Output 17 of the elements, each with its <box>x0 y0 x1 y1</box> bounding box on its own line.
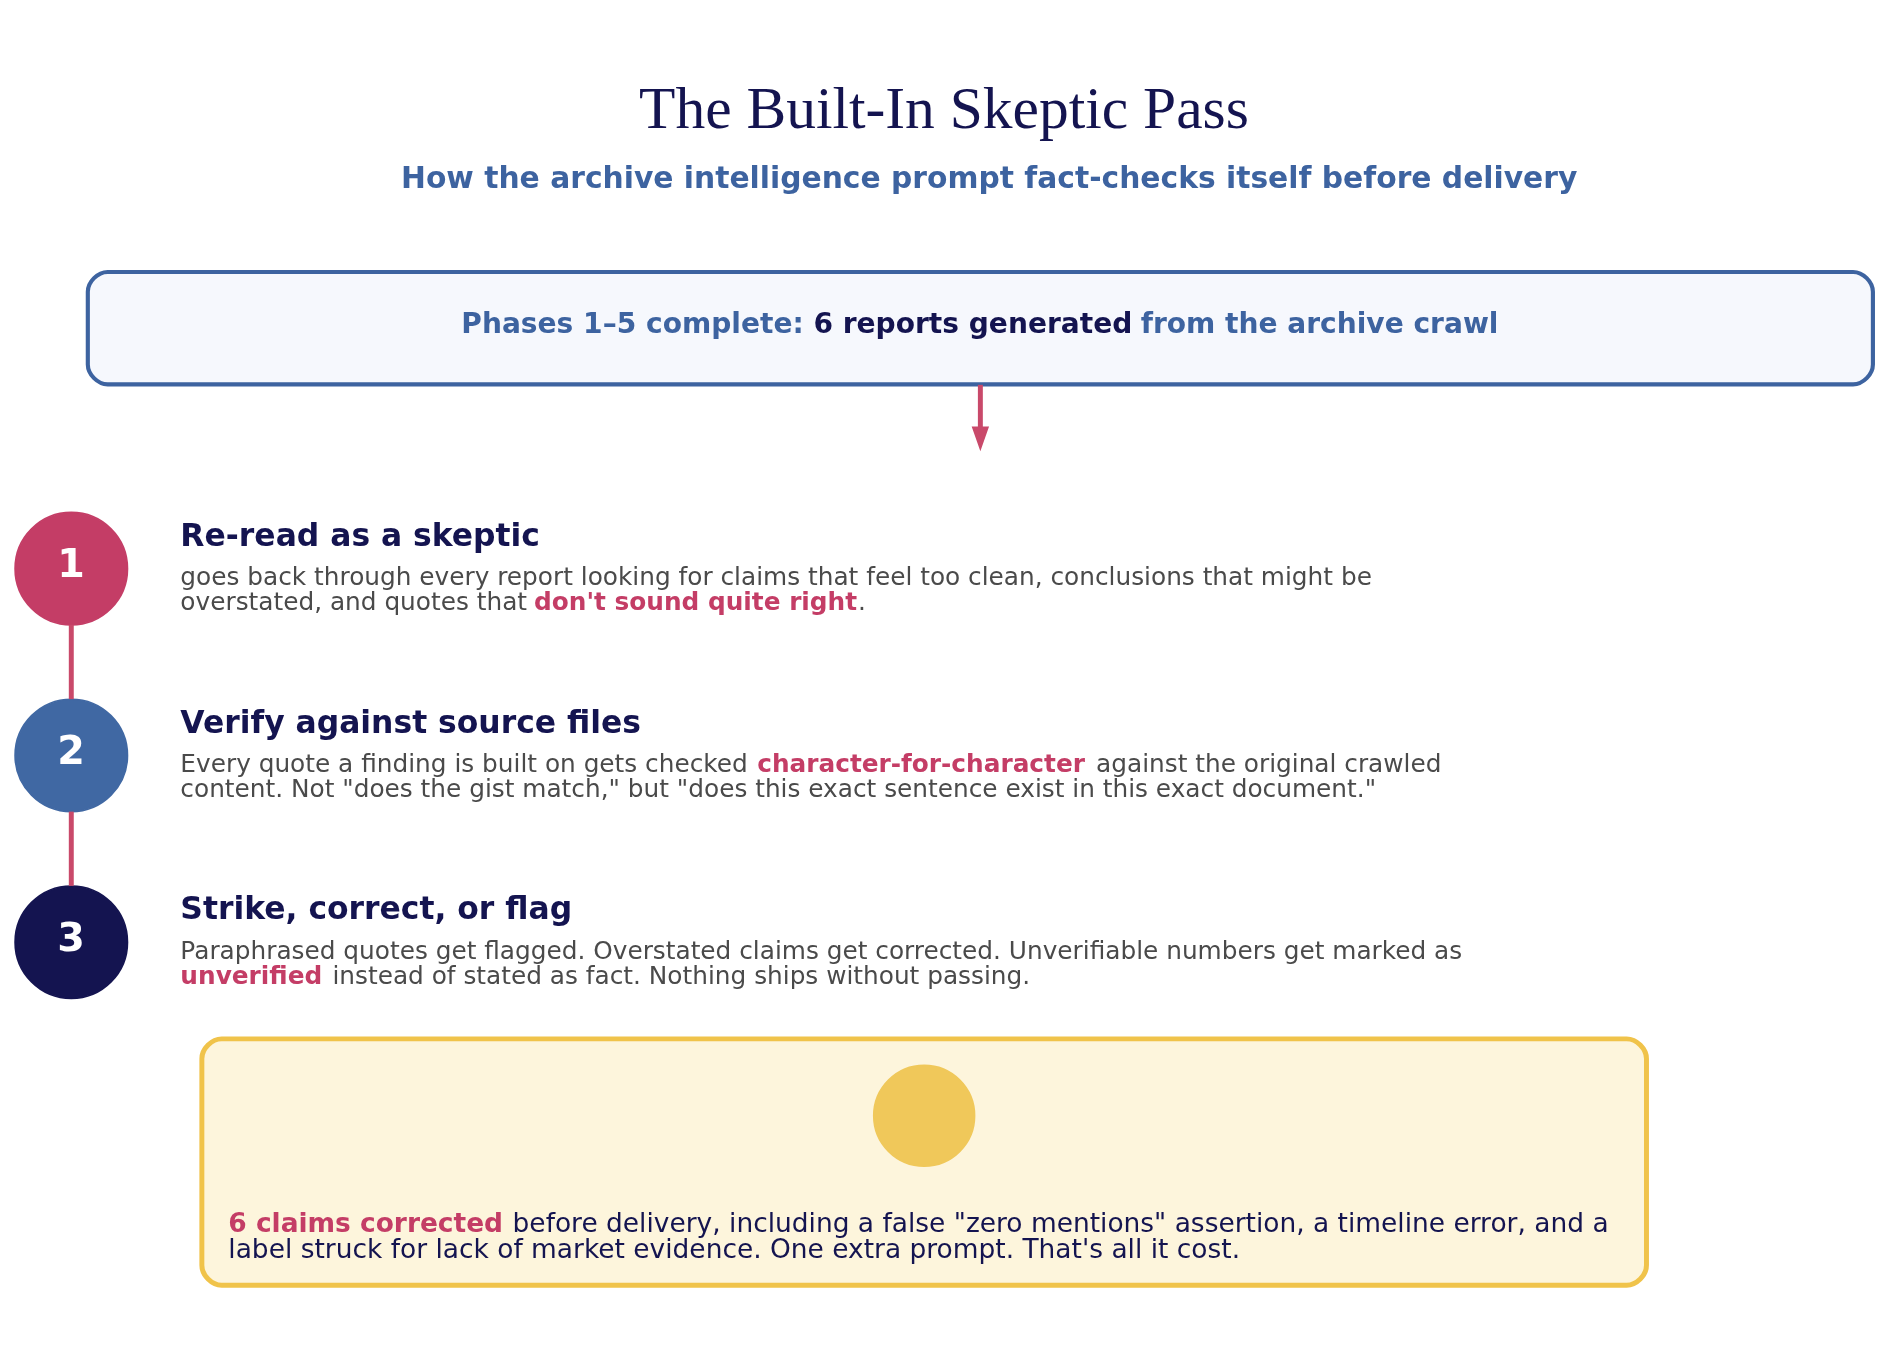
label: How the archive intelligence prompt fact-checks itself before delivery <box>401 160 1578 196</box>
node-box: Phases 1–5 complete: 6 reports generated from the archive crawl <box>85 269 1875 387</box>
node-circle: 3 <box>14 885 129 1000</box>
node-label: goes back through every report looking for claims that feel too clean, conclusions that might be overstated, and quotes that don't sound quite right. <box>180 562 1372 616</box>
arrow <box>971 384 990 452</box>
node-label: Paraphrased quotes get flagged. Overstated claims get corrected. Unverifiable numbers get marked as unverified instead of stated as fact. Nothing ships without passing. <box>180 935 1463 990</box>
node-circle <box>872 1064 976 1167</box>
node-label: Verify against source files <box>180 703 641 740</box>
diagram-title: The Built-In Skeptic Pass <box>639 74 1249 141</box>
connector <box>68 811 74 886</box>
node-label: Every quote a finding is built on gets checked character-for-character against the original crawled content. Not "does the gist match," but "does this exact sentence exist in this exact document." <box>180 748 1442 803</box>
connector <box>68 624 74 700</box>
node-label: Strike, correct, or flag <box>180 890 573 927</box>
node-circle: 1 <box>14 511 129 626</box>
node-label: Re-read as a skeptic <box>180 516 540 553</box>
cluster: 6 claims corrected before delivery, including a false "zero mentions" assertion, a timeline error, and a label struck for lack of market evidence. One extra prompt. That's all it cost. <box>199 1036 1649 1288</box>
node-circle: 2 <box>14 698 129 813</box>
